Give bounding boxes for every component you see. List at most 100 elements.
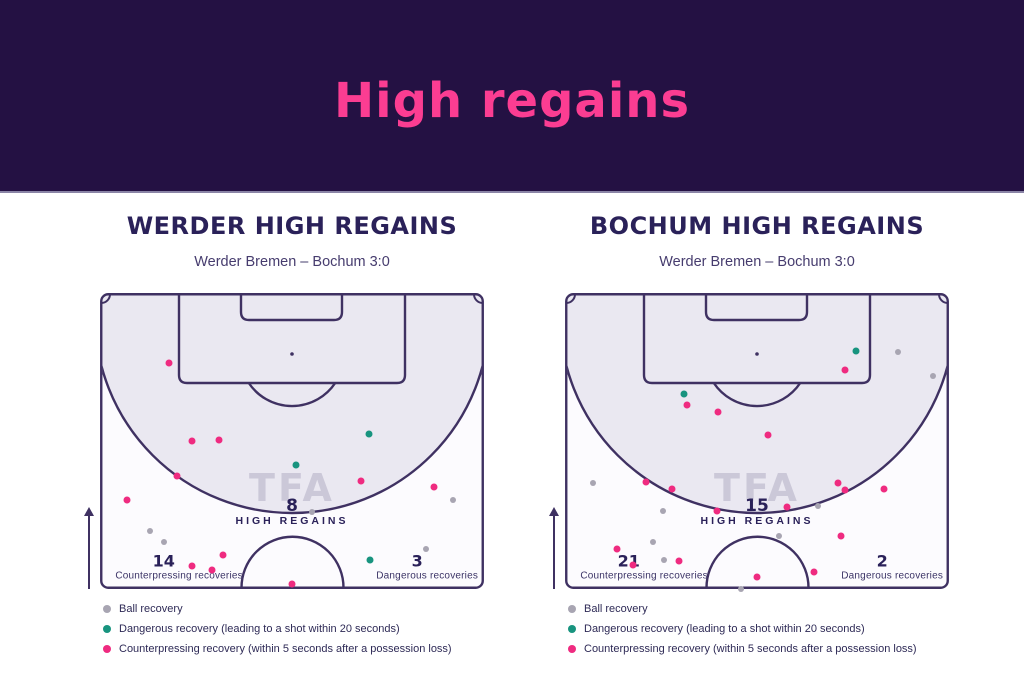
counterpressing-recovery-point — [764, 431, 772, 439]
dangerous-label: Dangerous recoveries — [841, 570, 944, 582]
dangerous-recovery-point — [366, 556, 374, 564]
dangerous-label: Dangerous recoveries — [376, 570, 479, 582]
counterpressing-recovery-swatch-icon — [568, 645, 576, 653]
ball-recovery-point — [659, 507, 666, 514]
counterpressing-recovery-point — [123, 496, 131, 504]
pitch-werder: TFA 8 HIGH REGAINS 14 Counterpressing re… — [84, 293, 484, 589]
pitch-bochum: TFA 15 HIGH REGAINS 21 Counterpressing r… — [549, 293, 949, 592]
counterpressing-recovery-point — [215, 436, 223, 444]
match-subtitle: Werder Bremen – Bochum 3:0 — [659, 254, 855, 270]
counterpressing-recovery-point — [219, 551, 227, 559]
panel-werder: WERDER HIGH REGAINS Werder Bremen – Boch… — [84, 193, 484, 659]
page-title: High regains — [333, 72, 691, 129]
counterpressing-recovery-point — [642, 478, 650, 486]
ball-recovery-point — [661, 556, 668, 563]
ball-recovery-point — [161, 538, 168, 545]
high-regains-value: 8 — [286, 495, 298, 516]
tfa-watermark: TFA — [714, 465, 800, 510]
counterpressing-recovery-point — [188, 437, 196, 445]
counterpressing-recovery-point — [675, 557, 683, 565]
high-regains-label: HIGH REGAINS — [700, 514, 814, 527]
match-subtitle: Werder Bremen – Bochum 3:0 — [194, 254, 390, 270]
counterpressing-recovery-point — [613, 545, 621, 553]
counterpressing-recovery-point — [880, 485, 888, 493]
arrow-head-icon — [549, 507, 559, 516]
high-regains-label: HIGH REGAINS — [235, 514, 349, 527]
panel-title: BOCHUM HIGH REGAINS — [589, 212, 925, 240]
counterpressing-recovery-point — [713, 507, 721, 515]
attack-direction-arrow — [549, 507, 559, 589]
legend-item-dangerous: Dangerous recovery (leading to a shot wi… — [565, 619, 949, 639]
header-banner: High regains — [0, 0, 1024, 193]
scatter-layer — [565, 293, 949, 592]
panel-bochum: BOCHUM HIGH REGAINS Werder Bremen – Boch… — [549, 193, 949, 659]
dangerous-recovery-swatch-icon — [568, 625, 576, 633]
ball-recovery-point — [449, 496, 456, 503]
dangerous-recovery-point — [852, 347, 860, 355]
attack-direction-arrow — [84, 507, 94, 589]
ball-recovery-point — [590, 480, 597, 487]
legend-item-dangerous: Dangerous recovery (leading to a shot wi… — [100, 619, 484, 639]
counterpressing-recovery-point — [810, 568, 818, 576]
legend-item-ball: Ball recovery — [565, 599, 949, 619]
dangerous-recovery-point — [680, 390, 688, 398]
counterpressing-recovery-point — [430, 483, 438, 491]
ball-recovery-point — [737, 586, 744, 592]
counterpressing-recovery-point — [753, 573, 761, 581]
counterpressing-value: 14 — [152, 551, 175, 571]
legend-label: Ball recovery — [119, 603, 183, 615]
counterpressing-recovery-point — [837, 532, 845, 540]
counterpressing-recovery-point — [783, 503, 791, 511]
dangerous-recovery-point — [292, 461, 300, 469]
counterpressing-label: Counterpressing recoveries — [580, 570, 708, 582]
legend: Ball recovery Dangerous recovery (leadin… — [565, 599, 949, 659]
dangerous-value: 3 — [411, 551, 423, 571]
legend-label: Counterpressing recovery (within 5 secon… — [119, 643, 452, 655]
dangerous-recovery-swatch-icon — [103, 625, 111, 633]
legend-item-counterpressing: Counterpressing recovery (within 5 secon… — [565, 639, 949, 659]
counterpressing-recovery-point — [165, 359, 173, 367]
ball-recovery-point — [815, 503, 822, 510]
ball-recovery-point — [423, 546, 430, 553]
pitch-diagram — [100, 293, 484, 589]
panels-container: WERDER HIGH REGAINS Werder Bremen – Boch… — [0, 193, 1024, 659]
ball-recovery-swatch-icon — [568, 605, 576, 613]
counterpressing-recovery-point — [841, 486, 849, 494]
counterpressing-recovery-point — [288, 580, 296, 588]
arrow-head-icon — [84, 507, 94, 516]
legend-label: Dangerous recovery (leading to a shot wi… — [584, 623, 865, 635]
arrow-shaft — [552, 514, 556, 589]
counterpressing-recovery-point — [188, 562, 196, 570]
ball-recovery-point — [146, 527, 153, 534]
arrow-shaft — [87, 514, 91, 589]
dangerous-value: 2 — [876, 551, 888, 571]
counterpressing-recovery-swatch-icon — [103, 645, 111, 653]
counterpressing-recovery-point — [714, 408, 722, 416]
legend-label: Dangerous recovery (leading to a shot wi… — [119, 623, 400, 635]
tfa-watermark: TFA — [249, 465, 335, 510]
ball-recovery-point — [775, 533, 782, 540]
counterpressing-recovery-point — [208, 566, 216, 574]
ball-recovery-point — [929, 372, 936, 379]
legend-item-ball: Ball recovery — [100, 599, 484, 619]
counterpressing-recovery-point — [841, 366, 849, 374]
counterpressing-recovery-point — [834, 479, 842, 487]
scatter-layer — [100, 293, 484, 589]
counterpressing-recovery-point — [629, 561, 637, 569]
panel-title: WERDER HIGH REGAINS — [126, 212, 458, 240]
ball-recovery-point — [649, 538, 656, 545]
ball-recovery-point — [308, 509, 315, 516]
counterpressing-label: Counterpressing recoveries — [115, 570, 243, 582]
counterpressing-recovery-point — [173, 472, 181, 480]
pitch-diagram — [565, 293, 949, 589]
counterpressing-recovery-point — [357, 477, 365, 485]
legend-label: Ball recovery — [584, 603, 648, 615]
dangerous-recovery-point — [365, 430, 373, 438]
counterpressing-recovery-point — [668, 485, 676, 493]
legend: Ball recovery Dangerous recovery (leadin… — [100, 599, 484, 659]
legend-label: Counterpressing recovery (within 5 secon… — [584, 643, 917, 655]
ball-recovery-point — [894, 348, 901, 355]
ball-recovery-swatch-icon — [103, 605, 111, 613]
high-regains-value: 15 — [745, 495, 769, 516]
legend-item-counterpressing: Counterpressing recovery (within 5 secon… — [100, 639, 484, 659]
